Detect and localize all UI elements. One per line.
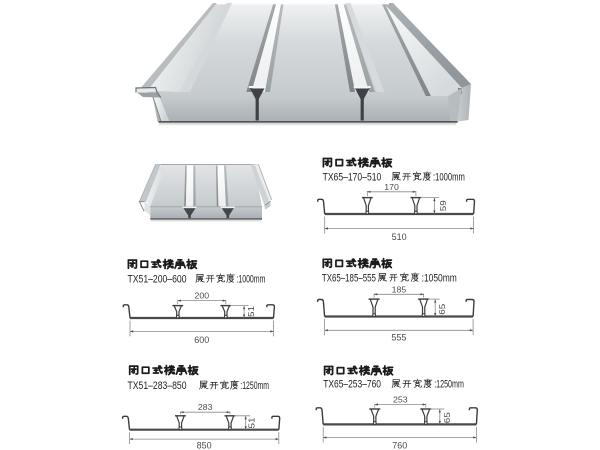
svg-text::1250mm: :1250mm — [434, 379, 464, 391]
svg-text:65: 65 — [442, 412, 452, 423]
svg-text:555: 555 — [391, 333, 406, 343]
svg-text:TX51–283–850: TX51–283–850 — [128, 380, 187, 392]
svg-text:253: 253 — [393, 395, 408, 405]
svg-text::1250mm: :1250mm — [240, 380, 269, 392]
svg-text:51: 51 — [246, 417, 256, 428]
svg-text:TX51–200–600: TX51–200–600 — [128, 273, 187, 285]
svg-text:283: 283 — [198, 402, 213, 412]
svg-text:59: 59 — [438, 200, 448, 211]
svg-text:510: 510 — [392, 232, 407, 242]
svg-text::1050mm: :1050mm — [422, 272, 457, 284]
svg-text:65: 65 — [437, 303, 447, 314]
svg-text:51: 51 — [246, 306, 256, 317]
svg-text::1000mm: :1000mm — [236, 273, 265, 285]
svg-text::1000mm: :1000mm — [433, 171, 465, 183]
svg-text:600: 600 — [194, 335, 209, 345]
svg-text:TX65–170–510: TX65–170–510 — [323, 171, 382, 183]
svg-text:TX65–253–760: TX65–253–760 — [323, 379, 381, 391]
svg-text:760: 760 — [392, 440, 407, 450]
svg-text:850: 850 — [197, 441, 212, 450]
svg-text:185: 185 — [392, 284, 407, 294]
svg-text:170: 170 — [384, 182, 399, 192]
svg-text:TX65–185–555: TX65–185–555 — [322, 272, 376, 284]
svg-text:200: 200 — [195, 291, 210, 301]
